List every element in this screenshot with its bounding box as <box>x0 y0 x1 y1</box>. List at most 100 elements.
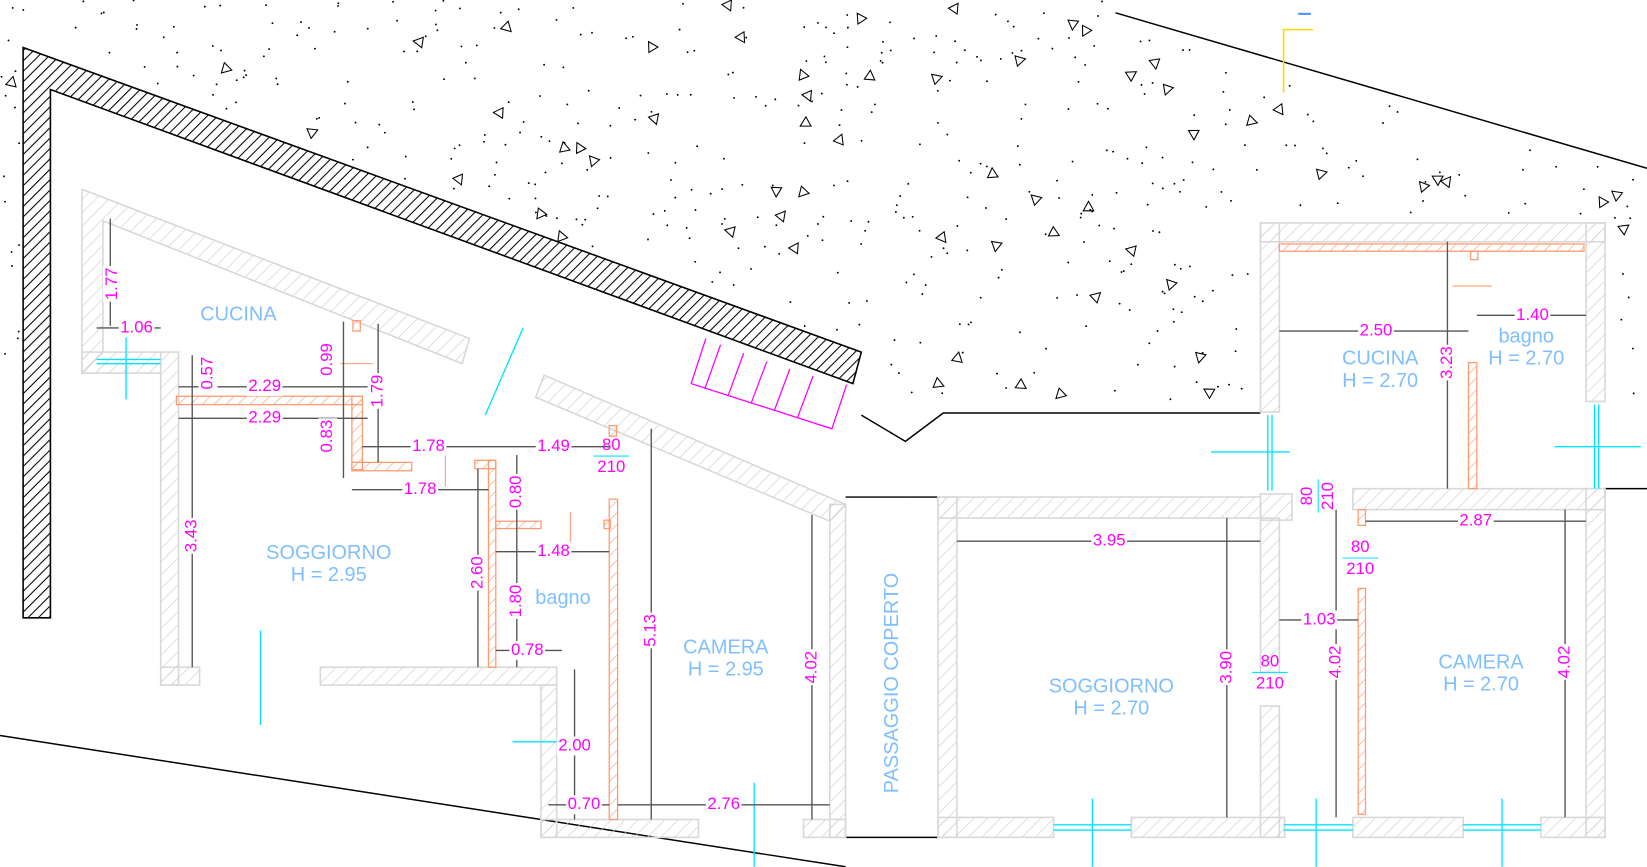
dimension-label: 4.02 <box>801 651 820 684</box>
gravel-dot-mark <box>1077 80 1080 83</box>
gravel-dot-mark <box>1246 273 1249 275</box>
gravel-dot-mark <box>936 89 939 92</box>
gravel-dot-mark <box>1139 40 1142 43</box>
gravel-dot-mark <box>1191 161 1194 164</box>
gravel-dot-mark <box>1080 212 1083 215</box>
door-tag-width: 80 <box>1261 651 1280 670</box>
gravel-dot-mark <box>4 200 6 203</box>
gravel-dot-mark <box>74 26 77 29</box>
gravel-dot-mark <box>639 94 642 97</box>
gravel-dot-mark <box>493 173 496 176</box>
gravel-dot-mark <box>1243 144 1246 147</box>
gravel-dot-mark <box>1091 193 1094 196</box>
dimension-label: 2.29 <box>248 408 281 427</box>
gravel-dot-mark <box>220 49 222 52</box>
gravel-dot-mark <box>14 106 16 109</box>
gravel-dot-mark <box>1396 111 1399 113</box>
gravel-dot-mark <box>443 78 446 81</box>
gravel-dot-mark <box>203 5 206 8</box>
gravel-dot-mark <box>942 247 945 250</box>
gravel-dot-mark <box>803 26 806 29</box>
gravel-triangle-mark <box>1431 175 1444 187</box>
dimension-label: 1.78 <box>404 479 437 498</box>
gravel-triangle-mark <box>492 106 504 120</box>
gravel-dot-mark <box>1629 217 1632 220</box>
gravel-dot-mark <box>1620 318 1623 321</box>
gravel-dot-mark <box>434 9 437 12</box>
gravel-dot-mark <box>741 183 744 186</box>
dimension-label: 5.13 <box>641 614 660 647</box>
gravel-dot-mark <box>1005 387 1008 389</box>
gravel-dot-mark <box>727 73 730 76</box>
gravel-dot-mark <box>881 61 884 64</box>
terrain-gravel-hatch <box>0 0 1635 401</box>
gravel-dot-mark <box>1024 103 1027 106</box>
gravel-triangle-mark <box>1272 102 1284 116</box>
gravel-dot-mark <box>591 31 593 34</box>
gravel-dot-mark <box>963 49 966 52</box>
gravel-dot-mark <box>442 0 445 2</box>
gravel-dot-mark <box>16 337 19 340</box>
gravel-dot-mark <box>663 209 666 212</box>
gravel-triangle-mark <box>770 186 783 199</box>
gravel-dot-mark <box>693 49 696 52</box>
gravel-dot-mark <box>895 204 898 207</box>
gravel-triangle-mark <box>798 185 811 198</box>
gravel-dot-mark <box>225 107 228 110</box>
gravel-dot-mark <box>870 111 873 114</box>
gravel-dot-mark <box>136 23 139 26</box>
dimension-label: 0.99 <box>317 343 336 376</box>
gravel-dot-mark <box>1220 190 1223 193</box>
gravel-triangle-mark <box>1439 175 1452 189</box>
gravel-dot-mark <box>846 14 849 16</box>
dimension-label: 2.29 <box>248 376 281 395</box>
dimension-text-bg <box>118 318 155 338</box>
gravel-dot-mark <box>1288 84 1291 87</box>
gravel-dot-mark <box>1071 160 1074 163</box>
gravel-triangle-mark <box>558 140 571 153</box>
gravel-dot-mark <box>337 2 340 5</box>
gravel-dot-mark <box>245 74 248 77</box>
gravel-triangle-mark <box>451 173 464 186</box>
gravel-dot-mark <box>771 184 774 187</box>
gravel-dot-mark <box>493 27 496 29</box>
gravel-dot-mark <box>1016 145 1019 148</box>
gravel-dot-mark <box>265 4 268 7</box>
gravel-dot-mark <box>591 245 594 248</box>
gravel-dot-mark <box>540 135 543 138</box>
gravel-dot-mark <box>1113 389 1116 392</box>
dimension-label: 4.02 <box>1326 646 1345 679</box>
gravel-dot-mark <box>1148 342 1151 345</box>
gravel-dot-mark <box>1464 194 1467 197</box>
gravel-dot-mark <box>1056 296 1059 299</box>
gravel-dot-mark <box>1294 144 1296 147</box>
gravel-dot-mark <box>262 55 265 58</box>
gravel-dot-mark <box>755 95 757 98</box>
gravel-dot-mark <box>912 273 915 276</box>
gravel-triangle-mark <box>1194 351 1207 364</box>
gravel-dot-mark <box>1632 392 1635 395</box>
gravel-dot-mark <box>275 77 278 80</box>
gravel-dot-mark <box>548 140 551 143</box>
dimension-text-bg <box>468 554 488 591</box>
gravel-dot-mark <box>1336 202 1339 205</box>
gravel-triangle-mark <box>856 12 868 25</box>
gravel-dot-mark <box>921 293 924 296</box>
gravel-dot-mark <box>737 247 740 250</box>
gravel-dot-mark <box>4 94 7 97</box>
gravel-dot-mark <box>956 224 959 227</box>
dimension-label: 0.57 <box>197 357 216 390</box>
gravel-dot-mark <box>1179 267 1182 270</box>
gravel-dot-mark <box>889 49 892 52</box>
gravel-dot-mark <box>346 80 349 83</box>
gravel-dot-mark <box>674 196 677 199</box>
gravel-dot-mark <box>1126 157 1129 160</box>
gravel-dot-mark <box>544 171 547 174</box>
gravel-dot-mark <box>1005 218 1008 221</box>
gravel-dot-mark <box>966 196 969 199</box>
gravel-dot-mark <box>453 147 456 150</box>
gravel-dot-mark <box>1067 261 1070 264</box>
gravel-dot-mark <box>732 71 734 74</box>
gravel-triangle-mark <box>799 115 812 127</box>
